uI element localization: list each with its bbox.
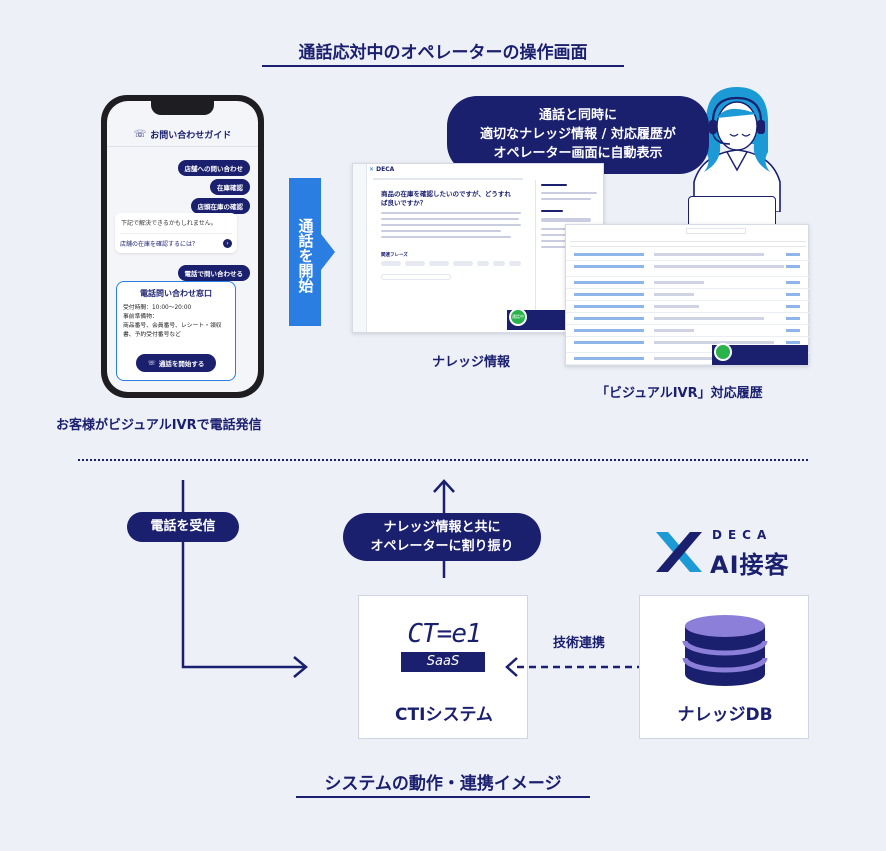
section-divider [78, 459, 808, 461]
ai-sekkyaku-wordmark: AI接客 [710, 551, 790, 579]
cti-logo: CT=e1 [407, 619, 481, 649]
section-title-top: 通話応対中のオペレーターの操作画面 [262, 38, 624, 67]
history-screen [565, 224, 810, 366]
receive-call-bubble: 電話を受信 [127, 512, 239, 542]
cti-system-box: CT=e1 SaaS CTIシステム [358, 595, 528, 739]
answer-card: 下記で解決できるかもしれません。 店舗の在庫を確認するには？ › [115, 213, 237, 253]
phone-notch [151, 101, 214, 115]
history-call-badge [714, 343, 732, 361]
arrow-right-icon: › [223, 239, 232, 248]
receive-arrow [181, 480, 308, 678]
deca-logo: ✕ DECA [369, 166, 395, 173]
history-call-bar [712, 345, 808, 365]
knowledge-screen: ✕ DECA 商品の在庫を確認したいのですが、どうすれば良いですか？ 関連フレー… [352, 163, 604, 333]
knowledge-db-box: ナレッジDB [639, 595, 809, 739]
deca-x-logo [656, 532, 702, 572]
chip-store-stock[interactable]: 店頭在庫の確認 [190, 198, 250, 214]
caption-history: 「ビジュアルIVR」対応履歴 [596, 386, 763, 401]
caption-phone: お客様がビジュアルIVRで電話発信 [56, 418, 262, 433]
integration-arrow [505, 657, 659, 677]
auto-display-bubble: 通話と同時に 適切なナレッジ情報 / 対応履歴が オペレーター画面に自動表示 [447, 96, 709, 174]
deca-wordmark: DECA [712, 528, 773, 542]
call-start-label: 通話を開始 [296, 217, 315, 293]
cti-label: CTIシステム [395, 705, 493, 725]
start-call-button[interactable]: ☏ 通話を開始する [136, 354, 216, 372]
caption-knowledge: ナレッジ情報 [432, 355, 511, 370]
call-start-arrow [289, 178, 335, 326]
chip-store-inquiry[interactable]: 店舗への問い合わせ [177, 160, 250, 176]
chip-stock-check[interactable]: 在庫確認 [210, 179, 250, 195]
smartphone: ☏ お問い合わせガイド 店舗への問い合わせ 在庫確認 店頭在庫の確認 下記で解決… [101, 95, 264, 398]
database-icon [682, 615, 768, 686]
call-window-card: 電話問い合わせ窓口 受付時間：10:00〜20:00 事前準備物： 商品番号、会… [116, 281, 236, 381]
in-call-badge: 通話中 [509, 308, 527, 326]
section-title-bottom: システムの動作・連携イメージ [296, 769, 590, 798]
integration-label: 技術連携 [553, 636, 606, 651]
faq-link[interactable]: 店舗の在庫を確認するには？ › [120, 233, 232, 248]
related-phrases-label: 関連フレーズ [381, 253, 408, 258]
phone-header: ☏ お問い合わせガイド [107, 123, 258, 147]
db-label: ナレッジDB [677, 705, 773, 725]
knowledge-question: 商品の在庫を確認したいのですが、どうすれば良いですか？ [381, 190, 511, 207]
phone-icon: ☏ [133, 129, 147, 140]
assign-bubble: ナレッジ情報と共に オペレーターに割り振り [343, 513, 541, 561]
phone-icon: ☏ [147, 359, 156, 367]
cti-saas-logo: SaaS [401, 652, 485, 672]
chip-call-inquiry[interactable]: 電話で問い合わせる [177, 265, 250, 281]
